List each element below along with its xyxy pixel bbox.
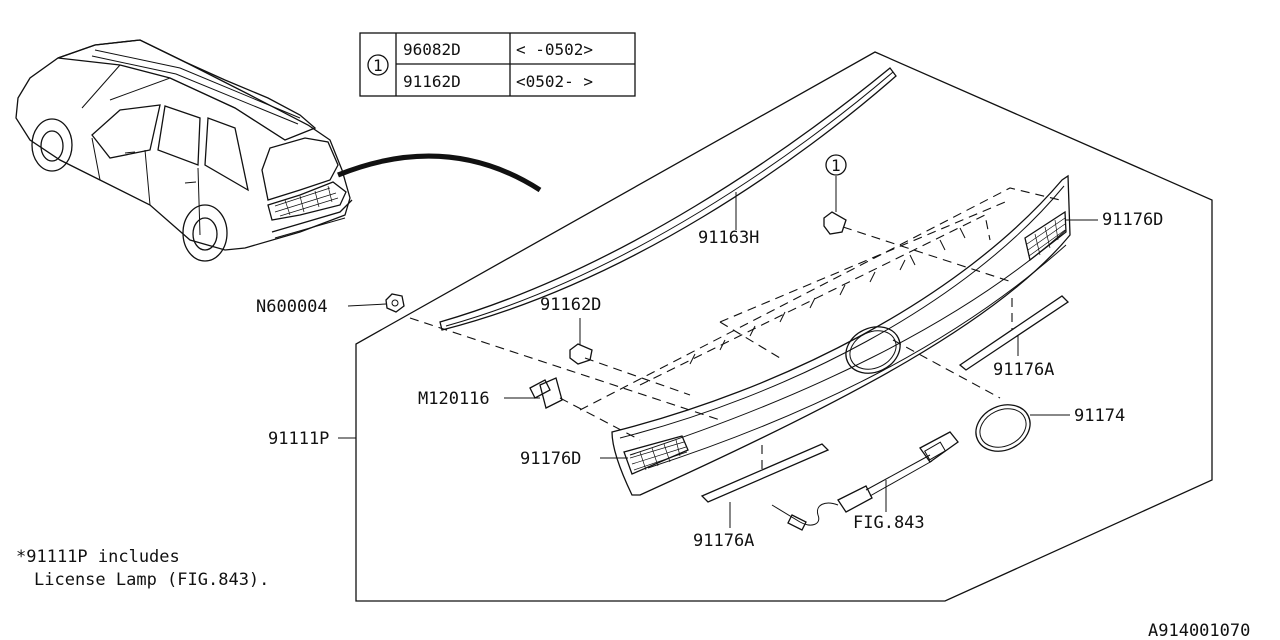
label-91176A-bottom: 91176A — [693, 531, 754, 551]
table-row-2-range: <0502- > — [516, 72, 593, 91]
reflector-right-91176D — [1024, 210, 1067, 262]
vehicle-illustration — [15, 39, 353, 262]
reference-table: 1 96082D < -0502> 91162D <0502- > — [359, 32, 636, 97]
molding-91176A-right — [958, 295, 1070, 371]
label-N600004: N600004 — [256, 297, 328, 317]
label-M120116: M120116 — [418, 389, 490, 409]
label-91176A-right: 91176A — [993, 360, 1054, 380]
trim-strip-91163H — [439, 67, 897, 331]
license-lamp-harness — [771, 431, 959, 531]
leader-lines — [338, 192, 1098, 528]
assembly-frame — [355, 51, 1213, 602]
label-91162D: 91162D — [540, 295, 601, 315]
label-91163H: 91163H — [698, 228, 759, 248]
seal-91174 — [975, 404, 1031, 452]
clip-91162D — [569, 318, 593, 365]
diagram-code: A914001070 — [1148, 621, 1250, 640]
footnote-line-1: *91111P includes — [16, 547, 180, 567]
label-91176D-left: 91176D — [520, 449, 581, 469]
table-row-2-part: 91162D — [403, 72, 461, 91]
bolt-M120116 — [529, 377, 563, 409]
mounting-guides — [409, 187, 1061, 470]
clip-ref-number: 1 — [831, 156, 841, 175]
label-91176D-right: 91176D — [1102, 210, 1163, 230]
table-row-1-range: < -0502> — [516, 40, 593, 59]
reflector-left-91176D — [623, 435, 689, 475]
nut-N600004 — [385, 293, 405, 313]
table-ref-number: 1 — [373, 56, 383, 75]
label-FIG843: FIG.843 — [853, 513, 925, 533]
label-91174: 91174 — [1074, 406, 1125, 426]
table-row-1-part: 96082D — [403, 40, 461, 59]
callout-arrow — [337, 153, 542, 193]
molding-91176A-bottom — [700, 443, 830, 503]
rear-garnish-91111P — [611, 174, 1071, 496]
clip-ref-1: 1 — [823, 154, 847, 235]
footnote-line-2: License Lamp (FIG.843). — [34, 570, 269, 590]
label-91111P: 91111P — [268, 429, 329, 449]
